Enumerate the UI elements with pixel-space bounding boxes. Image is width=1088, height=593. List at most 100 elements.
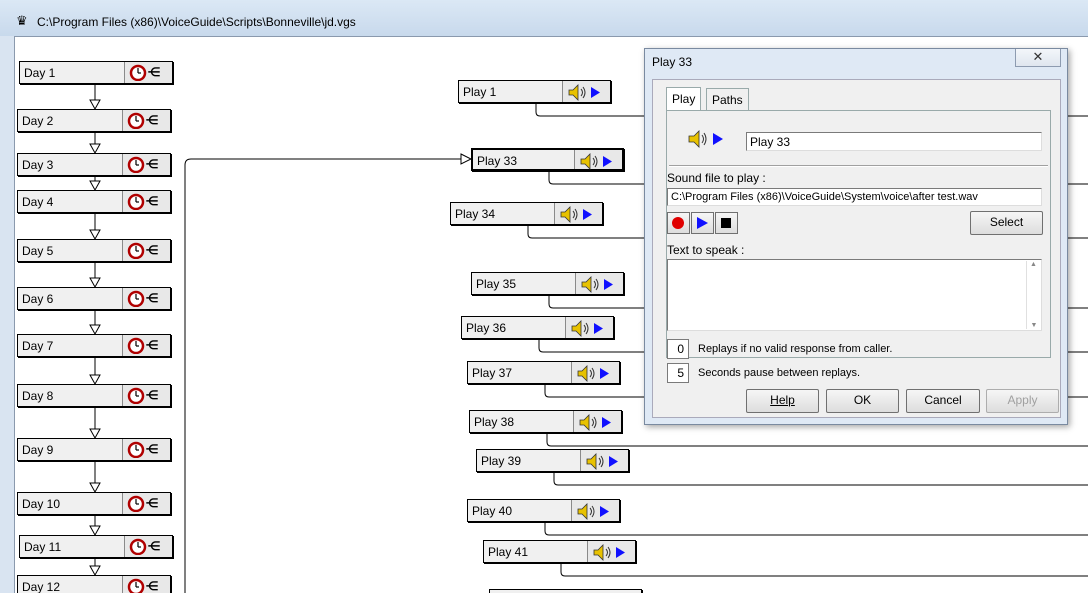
clock-icon — [127, 290, 145, 307]
day-module-icons: ⋲ — [124, 536, 172, 557]
connector — [546, 434, 1088, 447]
scroll-up-icon[interactable]: ▲ — [1030, 261, 1037, 268]
branch-icon: ⋲ — [146, 442, 158, 456]
tts-scrollbar[interactable]: ▲ ▼ — [1026, 261, 1040, 329]
play-module[interactable]: Play 40 — [467, 499, 620, 522]
help-button[interactable]: Help — [746, 389, 819, 413]
play-module[interactable]: Play 1 — [458, 80, 611, 103]
branch-icon: ⋲ — [146, 291, 158, 305]
play-module-icons — [571, 362, 619, 383]
play-module[interactable]: Play 35 — [471, 272, 624, 295]
record-button[interactable] — [667, 212, 690, 234]
play-module-label: Play 40 — [472, 504, 513, 518]
speaker-play-icon — [580, 153, 612, 170]
play-icon — [697, 217, 708, 229]
connector — [527, 226, 1088, 239]
play-module-icons — [554, 203, 602, 224]
day-module-icons: ⋲ — [122, 154, 170, 175]
day-module-icons: ⋲ — [122, 493, 170, 514]
day-module[interactable]: Day 12 ⋲ — [17, 575, 171, 593]
clock-icon — [129, 64, 147, 81]
clock-icon — [127, 193, 145, 210]
day-module-label: Day 2 — [22, 114, 54, 128]
day-module-icons: ⋲ — [122, 240, 170, 261]
tts-label: Text to speak : — [667, 243, 745, 257]
clock-icon — [127, 441, 145, 458]
day-module[interactable]: Day 11⋲ — [19, 535, 173, 558]
play-module[interactable]: Play 41 — [483, 540, 636, 563]
stop-button[interactable] — [715, 212, 738, 234]
play-module[interactable] — [489, 589, 642, 593]
day-module[interactable]: Day 8 ⋲ — [17, 384, 171, 407]
clock-icon — [127, 387, 145, 404]
day-module[interactable]: Day 2⋲ — [17, 109, 171, 132]
play-module-icons — [575, 273, 623, 294]
play-module-icons — [565, 317, 613, 338]
play-module[interactable]: Play 39 — [476, 449, 629, 472]
connector — [544, 385, 1088, 398]
select-button[interactable]: Select — [970, 211, 1043, 235]
play-module[interactable]: Play 34 — [450, 202, 603, 225]
play-button[interactable] — [691, 212, 714, 234]
play-module-label: Play 37 — [472, 366, 513, 380]
connector-lines — [89, 85, 1088, 593]
play-module[interactable]: Play 37 — [467, 361, 620, 384]
replays-input[interactable]: 0 — [667, 339, 689, 359]
play-module-label: Play 1 — [463, 85, 497, 99]
play-module-icons — [562, 81, 610, 102]
module-name-input[interactable]: Play 33 — [746, 132, 1042, 151]
play-module[interactable]: Play 33 — [471, 148, 624, 171]
day-module[interactable]: Day 10⋲ — [17, 492, 171, 515]
day-module-label: Day 1 — [24, 66, 56, 80]
tab-play[interactable]: Play — [666, 87, 702, 110]
clock-icon — [127, 156, 145, 173]
connector — [560, 564, 1088, 577]
day-module[interactable]: Day 4⋲ — [17, 190, 171, 213]
pause-input[interactable]: 5 — [667, 363, 689, 383]
day-module-label: Day 7 — [22, 339, 54, 353]
play-module[interactable]: Play 38 — [469, 410, 622, 433]
day-module[interactable]: Day 3⋲ — [17, 153, 171, 176]
day-module[interactable]: Day 9⋲ — [17, 438, 171, 461]
tab-paths[interactable]: Paths — [706, 88, 749, 110]
connector — [535, 104, 1088, 117]
branch-icon: ⋲ — [146, 243, 158, 257]
clock-icon — [127, 337, 145, 354]
play-module-label: Play 35 — [476, 277, 517, 291]
play-module[interactable]: Play 36 — [461, 316, 614, 339]
play-module-label: Play 36 — [466, 321, 507, 335]
speaker-play-icon — [571, 320, 603, 337]
cancel-button[interactable]: Cancel — [906, 389, 980, 413]
close-button[interactable]: ✕ — [1015, 49, 1061, 67]
day-module-icons: ⋲ — [122, 335, 170, 356]
branch-icon: ⋲ — [148, 65, 160, 79]
clock-icon — [127, 578, 145, 593]
arrow-head — [89, 482, 101, 494]
day-module[interactable]: Day 7 ⋲ — [17, 334, 171, 357]
speaker-play-icon — [593, 544, 625, 561]
play-module-dialog: Play 33 ✕ Play Paths Play 33 Sound file … — [644, 48, 1068, 425]
day-module[interactable]: Day 5⋲ — [17, 239, 171, 262]
branch-icon: ⋲ — [146, 194, 158, 208]
play-module-icons — [571, 500, 619, 521]
branch-icon: ⋲ — [146, 388, 158, 402]
sound-file-input[interactable]: C:\Program Files (x86)\VoiceGuide\System… — [667, 188, 1042, 206]
day-module-label: Day 8 — [22, 389, 54, 403]
speaker-play-icon — [577, 503, 609, 520]
apply-button[interactable]: Apply — [986, 389, 1059, 413]
branch-icon: ⋲ — [146, 579, 158, 593]
arrow-head — [89, 277, 101, 289]
day-module[interactable]: Day 6⋲ — [17, 287, 171, 310]
title-bar: ♛ C:\Program Files (x86)\VoiceGuide\Scri… — [0, 0, 1088, 36]
ok-button[interactable]: OK — [826, 389, 899, 413]
day-module-icons: ⋲ — [124, 62, 172, 83]
day-module-icons: ⋲ — [122, 385, 170, 406]
connector — [548, 296, 1088, 309]
day-module[interactable]: Day 1 ⋲ — [19, 61, 173, 84]
speaker-play-icon — [581, 276, 613, 293]
day-module-icons: ⋲ — [122, 576, 170, 593]
day-module-label: Day 12 — [22, 580, 61, 593]
scroll-down-icon[interactable]: ▼ — [1030, 322, 1038, 329]
speaker-play-icon — [579, 414, 611, 431]
tts-textarea[interactable] — [667, 259, 1042, 331]
